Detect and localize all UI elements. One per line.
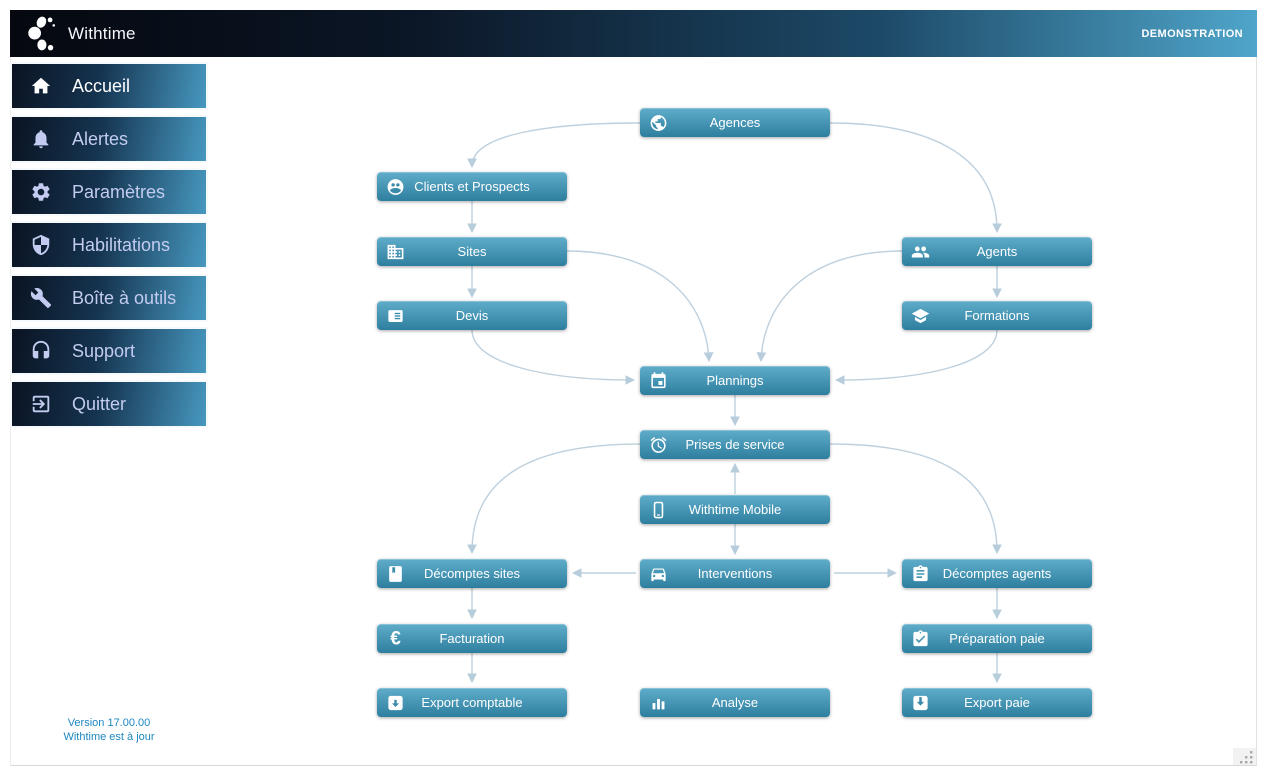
sidebar-item-habilitations[interactable]: Habilitations: [10, 221, 208, 269]
node-label: Clients et Prospects: [414, 179, 530, 194]
logout-icon: [30, 393, 52, 415]
node-label: Prises de service: [685, 437, 785, 452]
demonstration-badge: DEMONSTRATION: [1141, 27, 1243, 40]
node-label: Interventions: [697, 566, 773, 581]
node-label: Export paie: [964, 695, 1030, 710]
node-label: Export comptable: [421, 695, 523, 710]
version-block: Version 17.00.00 Withtime est à jour: [10, 716, 208, 744]
sidebar-item-accueil[interactable]: Accueil: [10, 62, 208, 110]
version-text: Version 17.00.00: [67, 717, 151, 729]
node-interventions[interactable]: Interventions: [640, 559, 830, 588]
topbar: Withtime DEMONSTRATION: [10, 10, 1257, 57]
node-agences[interactable]: Agences: [640, 108, 830, 137]
node-analyse[interactable]: Analyse: [640, 688, 830, 717]
edge-agences-agents: [829, 122, 1002, 234]
edge-agents-plannings: [756, 250, 903, 363]
node-decomptes-agents[interactable]: Décomptes agents: [902, 559, 1092, 588]
sidebar-item-boite-a-outils[interactable]: Boîte à outils: [10, 274, 208, 322]
sidebar-item-label: Quitter: [72, 393, 127, 414]
node-label: Formations: [964, 308, 1030, 323]
sidebar-item-parametres[interactable]: Paramètres: [10, 168, 208, 216]
globe-icon: [649, 113, 668, 132]
headset-icon: [30, 340, 52, 362]
resize-grip[interactable]: [1233, 748, 1256, 765]
node-label: Sites: [457, 244, 487, 259]
sidebar-item-quitter[interactable]: Quitter: [10, 380, 208, 428]
sidebar-item-label: Boîte à outils: [72, 287, 177, 308]
bell-icon: [30, 128, 52, 150]
node-export-comptable[interactable]: Export comptable: [377, 688, 567, 717]
sidebar-item-label: Paramètres: [72, 181, 166, 202]
edge-devis-plannings: [471, 329, 636, 385]
box-arrow-in-icon: [911, 693, 930, 712]
node-formations[interactable]: Formations: [902, 301, 1092, 330]
people-circle-icon: [386, 177, 405, 196]
brand-name: Withtime: [68, 23, 136, 43]
resize-grip-dots-icon: [1239, 750, 1252, 763]
bar-chart-icon: [649, 693, 668, 712]
graduation-cap-icon: [911, 306, 930, 325]
edge-agences-clients: [467, 122, 641, 169]
withtime-logo-icon: [26, 14, 66, 54]
node-agents[interactable]: Agents: [902, 237, 1092, 266]
clipboard-lines-icon: [911, 564, 930, 583]
sidebar-item-label: Support: [72, 340, 136, 361]
box-arrow-down-icon: [386, 693, 405, 712]
edge-formations-plannings: [834, 329, 998, 385]
sidebar-item-label: Accueil: [72, 75, 131, 96]
gear-icon: [30, 181, 52, 203]
sidebar-item-support[interactable]: Support: [10, 327, 208, 375]
node-label: Décomptes agents: [942, 566, 1052, 581]
euro-icon: €: [390, 628, 401, 649]
node-devis[interactable]: Devis: [377, 301, 567, 330]
node-withtime-mobile[interactable]: Withtime Mobile: [640, 495, 830, 524]
node-decomptes-sites[interactable]: Décomptes sites: [377, 559, 567, 588]
car-icon: [649, 564, 668, 583]
node-label: Devis: [455, 308, 489, 323]
node-label: Agents: [976, 244, 1018, 259]
node-label: Withtime Mobile: [688, 502, 782, 517]
edge-prises-decomptes-sites: [467, 443, 641, 555]
node-export-paie[interactable]: Export paie: [902, 688, 1092, 717]
node-label: Préparation paie: [949, 631, 1045, 646]
node-preparation-paie[interactable]: Préparation paie: [902, 624, 1092, 653]
document-lines-icon: [386, 306, 405, 325]
smartphone-icon: [649, 500, 668, 519]
alarm-clock-icon: [649, 435, 668, 454]
home-icon: [30, 75, 52, 97]
node-plannings[interactable]: Plannings: [640, 366, 830, 395]
node-label: Analyse: [711, 695, 759, 710]
node-prises-de-service[interactable]: Prises de service: [640, 430, 830, 459]
sidebar-item-alertes[interactable]: Alertes: [10, 115, 208, 163]
clipboard-check-icon: [911, 629, 930, 648]
node-label: Facturation: [439, 631, 505, 646]
update-status-text: Withtime est à jour: [63, 731, 155, 743]
calendar-icon: [649, 371, 668, 390]
people-icon: [911, 242, 930, 261]
edge-prises-decomptes-agents: [829, 443, 1002, 555]
node-label: Décomptes sites: [423, 566, 521, 581]
sidebar-item-label: Habilitations: [72, 234, 171, 255]
node-facturation[interactable]: € Facturation: [377, 624, 567, 653]
building-icon: [386, 242, 405, 261]
node-sites[interactable]: Sites: [377, 237, 567, 266]
shield-icon: [30, 234, 52, 256]
node-label: Plannings: [706, 373, 764, 388]
node-clients-et-prospects[interactable]: Clients et Prospects: [377, 172, 567, 201]
wrench-icon: [30, 287, 52, 309]
journal-icon: [386, 564, 405, 583]
sidebar-item-label: Alertes: [72, 128, 129, 149]
edge-sites-plannings: [566, 250, 714, 363]
node-label: Agences: [709, 115, 761, 130]
